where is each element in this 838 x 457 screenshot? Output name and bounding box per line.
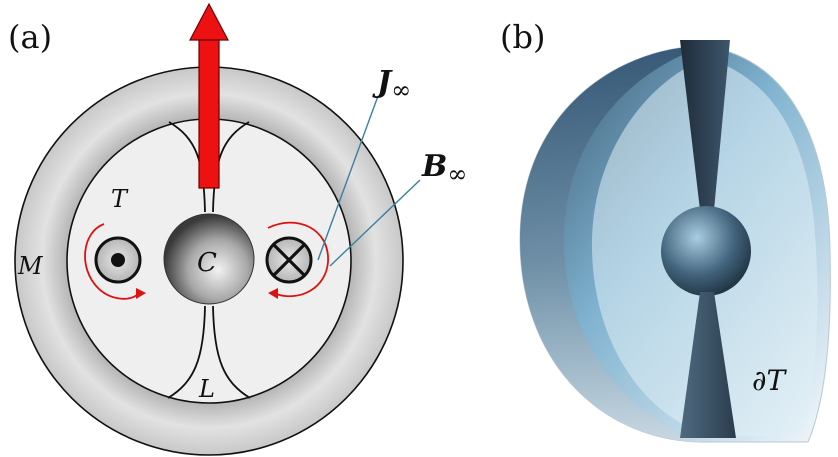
upward-arrow: [189, 2, 229, 189]
loop-left: [167, 305, 206, 399]
loop-right: [212, 305, 251, 399]
current-subscript: ∞: [391, 76, 411, 104]
lower-cone: [680, 292, 736, 438]
current-out-symbol: [94, 236, 142, 284]
core-sphere: [163, 213, 255, 305]
upper-cone: [680, 40, 730, 210]
loop-label: L: [198, 375, 215, 403]
panel-a: (a) C: [8, 2, 467, 456]
region-t-label: T: [111, 185, 129, 213]
current-in-symbol: [265, 236, 313, 284]
boundary-label: ∂T: [752, 364, 787, 397]
swirl-right-icon: [267, 221, 329, 299]
central-sphere: [661, 206, 751, 296]
swirl-left-icon: [84, 223, 146, 300]
field-line-top-right: [212, 121, 250, 213]
current-leader-line: [317, 95, 379, 261]
field-line-top-left: [168, 121, 206, 213]
panel-a-label: (a): [8, 18, 52, 56]
region-m-label: M: [17, 252, 44, 280]
core-label: C: [197, 248, 217, 278]
field-subscript: ∞: [447, 160, 467, 188]
field-label: B∞: [421, 149, 467, 188]
torus-rim: [520, 46, 706, 442]
field-leader-line: [329, 179, 421, 267]
current-label: J∞: [372, 65, 411, 104]
panel-b: (b) ∂T: [500, 18, 831, 443]
panel-b-label: (b): [500, 18, 545, 56]
